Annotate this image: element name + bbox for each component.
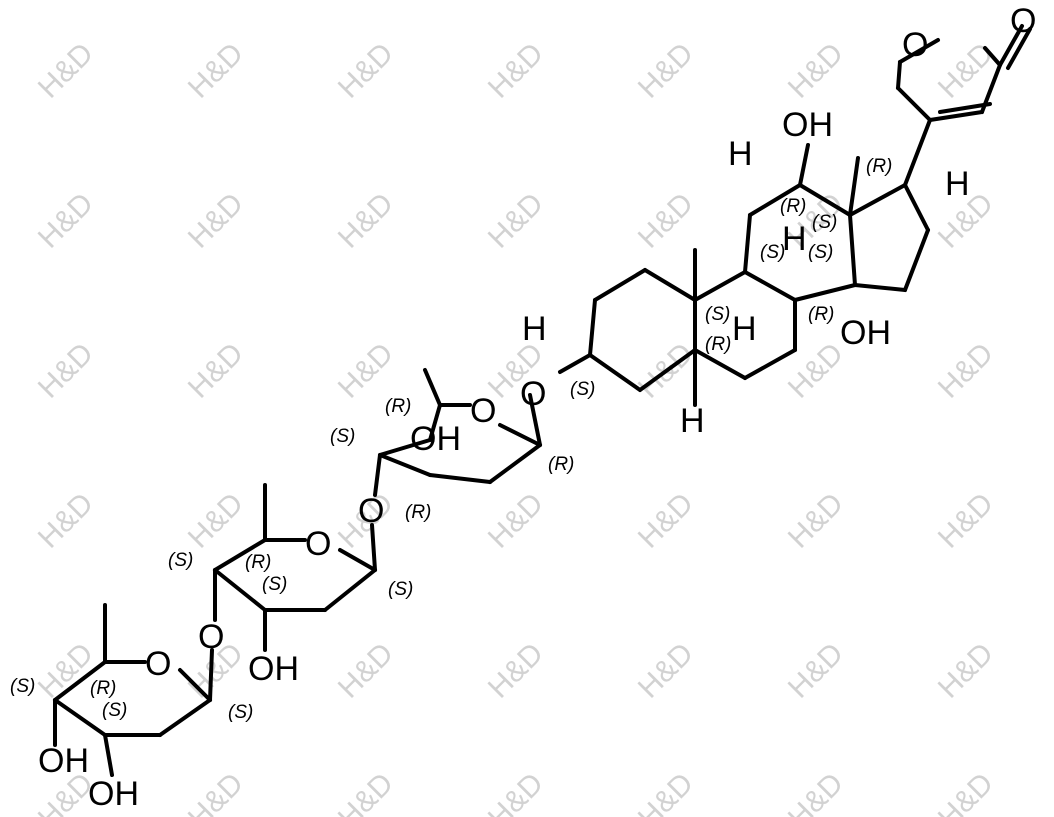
stereo-sugar1-c5: (R) bbox=[405, 502, 431, 523]
hydrogen-12-label: H bbox=[728, 135, 753, 173]
hydrogen-5-label: H bbox=[680, 402, 705, 440]
stereo-c17: (R) bbox=[866, 156, 892, 177]
stereo-sugar3-c1: (S) bbox=[228, 702, 253, 723]
watermark-text: H&D bbox=[482, 37, 550, 105]
watermark-text: H&D bbox=[482, 767, 550, 817]
stereo-c13: (S) bbox=[812, 212, 837, 233]
watermark-text: H&D bbox=[482, 637, 550, 705]
watermark-text: H&D bbox=[632, 37, 700, 105]
ring-oxygen-sugar2-label: O bbox=[305, 525, 331, 563]
watermark-text: H&D bbox=[932, 337, 1000, 405]
watermark-text: H&D bbox=[632, 637, 700, 705]
hydrogen-9-label: H bbox=[732, 310, 757, 348]
stereo-sugar3-c4: (S) bbox=[10, 676, 35, 697]
stereo-c14: (S) bbox=[808, 242, 833, 263]
steroid-b-ring bbox=[693, 248, 797, 380]
stereo-c12: (R) bbox=[780, 196, 806, 217]
stereo-sugar1-c3: (R) bbox=[385, 396, 411, 417]
watermark-text: H&D bbox=[332, 637, 400, 705]
watermark-text: H&D bbox=[32, 187, 100, 255]
watermark-text: H&D bbox=[182, 187, 250, 255]
stereo-c10: (R) bbox=[705, 334, 731, 355]
hydroxyl-14-label: OH bbox=[840, 314, 891, 352]
hydrogen-8-label: H bbox=[782, 220, 807, 258]
watermark-text: H&D bbox=[182, 487, 250, 555]
watermark-text: H&D bbox=[482, 187, 550, 255]
watermark-text: H&D bbox=[32, 487, 100, 555]
ring-oxygen-sugar1-label: O bbox=[470, 392, 496, 430]
hydroxyl-sugar1-label: OH bbox=[410, 420, 461, 458]
stereo-sugar2-c3: (S) bbox=[262, 574, 287, 595]
watermark-text: H&D bbox=[782, 37, 850, 105]
hydroxyl-sugar3a-label: OH bbox=[38, 742, 89, 780]
watermark-text: H&D bbox=[632, 767, 700, 817]
hydroxyl-12-label: OH bbox=[782, 106, 833, 144]
stereo-c3: (S) bbox=[570, 379, 595, 400]
watermark-text: H&D bbox=[182, 337, 250, 405]
stereo-c9: (S) bbox=[705, 304, 730, 325]
watermark-text: H&D bbox=[332, 767, 400, 817]
watermark-text: H&D bbox=[332, 337, 400, 405]
watermark-text: H&D bbox=[932, 487, 1000, 555]
watermark-text: H&D bbox=[332, 187, 400, 255]
watermark-text: H&D bbox=[182, 37, 250, 105]
glycosidic-oxygen-3-label: O bbox=[520, 375, 546, 413]
hydrogen-17-label: H bbox=[945, 165, 970, 203]
steroid-d-ring bbox=[848, 118, 932, 292]
hydroxyl-sugar2-label: OH bbox=[248, 650, 299, 688]
watermark-text: H&D bbox=[782, 487, 850, 555]
watermark-text: H&D bbox=[482, 487, 550, 555]
stereo-sugar3-c3: (S) bbox=[102, 700, 127, 721]
stereo-sugar3-c5: (R) bbox=[90, 678, 116, 699]
steroid-c-ring bbox=[743, 143, 860, 302]
butenolide-ring bbox=[896, 24, 1032, 122]
steroid-a-ring bbox=[558, 268, 697, 407]
stereo-sugar2-c4: (S) bbox=[168, 550, 193, 571]
watermark-text: H&D bbox=[32, 337, 100, 405]
sugar-ring-2 bbox=[213, 483, 377, 652]
stereo-sugar1-c1: (R) bbox=[548, 454, 574, 475]
watermark-text: H&D bbox=[932, 637, 1000, 705]
carbonyl-oxygen-label: O bbox=[1010, 2, 1036, 40]
watermark-text: H&D bbox=[182, 767, 250, 817]
sugar-ring-1 bbox=[373, 368, 542, 497]
hydrogen-3-label: H bbox=[522, 310, 547, 348]
stereo-c8: (S) bbox=[760, 242, 785, 263]
watermark-text: H&D bbox=[632, 187, 700, 255]
watermark-text: H&D bbox=[782, 767, 850, 817]
watermark-text: H&D bbox=[782, 637, 850, 705]
hydroxyl-sugar3b-label: OH bbox=[88, 775, 139, 813]
watermark-text: H&D bbox=[32, 37, 100, 105]
watermark-layer: H&D H&D H&D H&D H&D H&D H&D H&D H&D H&D H&D H&D H&D H… bbox=[32, 37, 1000, 817]
lactone-oxygen-label: O bbox=[902, 26, 928, 64]
watermark-text: H&D bbox=[932, 767, 1000, 817]
stereo-c14b: (R) bbox=[808, 304, 834, 325]
atom-labels: O O OH H H H H H H OH O O OH O O OH O O … bbox=[38, 2, 1036, 813]
watermark-text: H&D bbox=[332, 37, 400, 105]
sugar-ring-3 bbox=[53, 603, 214, 777]
watermark-text: H&D bbox=[632, 487, 700, 555]
glycosidic-oxygen-2-label: O bbox=[358, 492, 384, 530]
stereo-sugar1-c4: (S) bbox=[330, 426, 355, 447]
stereo-sugar2-c1: (S) bbox=[388, 579, 413, 600]
ring-oxygen-sugar3-label: O bbox=[145, 645, 171, 683]
stereo-sugar2-c5: (R) bbox=[245, 552, 271, 573]
glycosidic-oxygen-1-label: O bbox=[198, 618, 224, 656]
stereo-labels: (R) (R) (S) (S) (S) (S) (R) (R) (S) (R) … bbox=[10, 156, 892, 723]
